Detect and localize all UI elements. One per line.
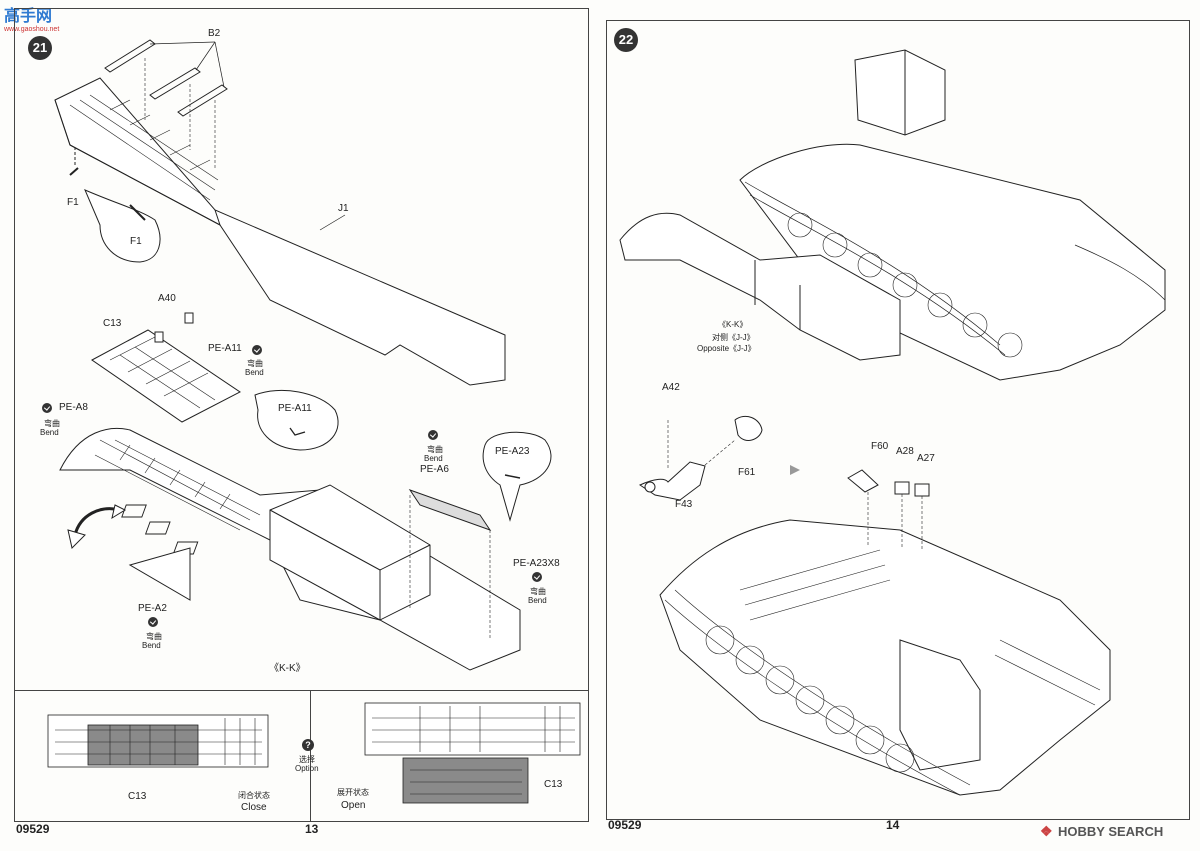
label-f1-callout: F1 <box>130 236 142 247</box>
label-c13: C13 <box>103 318 122 329</box>
bend-cn: 弯曲 <box>146 632 162 641</box>
label-f1: F1 <box>67 197 79 208</box>
bend-en: Bend <box>245 368 264 377</box>
bend-en: Bend <box>528 596 547 605</box>
bend-icon <box>428 430 438 440</box>
b2-plate <box>104 39 156 73</box>
bend-en: Bend <box>424 454 443 463</box>
label-pe-a11: PE-A11 <box>208 343 242 354</box>
bend-cn: 弯曲 <box>530 587 546 596</box>
b2-plate <box>177 84 228 117</box>
bend-cn: 弯曲 <box>44 419 60 428</box>
label-j1: J1 <box>338 203 349 214</box>
label-a28: A28 <box>896 446 914 457</box>
option-en: Option <box>295 764 319 773</box>
label-a40: A40 <box>158 293 176 304</box>
label-opposite-en: Opposite《J-J》 <box>697 344 756 353</box>
label-f43: F43 <box>675 499 693 510</box>
product-code-left: 09529 <box>16 822 50 836</box>
option-icon: ? <box>302 739 314 751</box>
bend-icon <box>42 403 52 413</box>
b2-plate <box>149 67 201 100</box>
page-number-right: 14 <box>886 818 900 832</box>
label-c13-close: C13 <box>128 791 147 802</box>
open-en: Open <box>341 800 366 811</box>
bend-icon <box>252 345 262 355</box>
label-a27: A27 <box>917 453 935 464</box>
label-kk-22: 《K-K》 <box>718 320 748 329</box>
brand-name: HOBBY SEARCH <box>1058 824 1164 839</box>
label-pe-a8: PE-A8 <box>59 402 88 413</box>
step-22-panel <box>606 20 1190 820</box>
bend-cn: 弯曲 <box>247 359 263 368</box>
label-pe-a23: PE-A23 <box>495 446 530 457</box>
page-number-left: 13 <box>305 822 319 836</box>
label-f60: F60 <box>871 441 889 452</box>
bend-icon <box>532 572 542 582</box>
label-pe-a23x8: PE-A23X8 <box>513 558 560 569</box>
label-a42: A42 <box>662 382 680 393</box>
bend-en: Bend <box>40 428 59 437</box>
bend-en: Bend <box>142 641 161 650</box>
label-f61: F61 <box>738 467 756 478</box>
product-code-right: 09529 <box>608 818 642 832</box>
close-en: Close <box>241 802 267 813</box>
label-b2: B2 <box>208 28 221 39</box>
label-pe-a2: PE-A2 <box>138 603 167 614</box>
label-c13-open: C13 <box>544 779 563 790</box>
bend-cn: 弯曲 <box>427 445 443 454</box>
step-22-badge: 22 <box>614 28 638 52</box>
step-21-panel <box>14 8 589 822</box>
label-pe-a6: PE-A6 <box>420 464 449 475</box>
label-pe-a11-callout: PE-A11 <box>278 403 312 414</box>
option-strip <box>14 690 589 823</box>
close-cn: 闭合状态 <box>238 791 270 800</box>
label-kk-21: 《K-K》 <box>269 663 306 674</box>
watermark-logo: 高手网 www.gaoshou.net <box>4 2 59 33</box>
watermark-text: 高手网 <box>4 8 53 25</box>
watermark-subtext: www.gaoshou.net <box>4 26 60 33</box>
bend-icon <box>148 617 158 627</box>
open-cn: 展开状态 <box>337 788 369 797</box>
step-21-badge: 21 <box>28 36 52 60</box>
brand-logo-icon: ❖ <box>1040 823 1053 839</box>
option-cn: 选择 <box>299 755 315 764</box>
option-divider <box>310 690 311 822</box>
label-opposite-cn: 对侧《J-J》 <box>712 333 755 342</box>
